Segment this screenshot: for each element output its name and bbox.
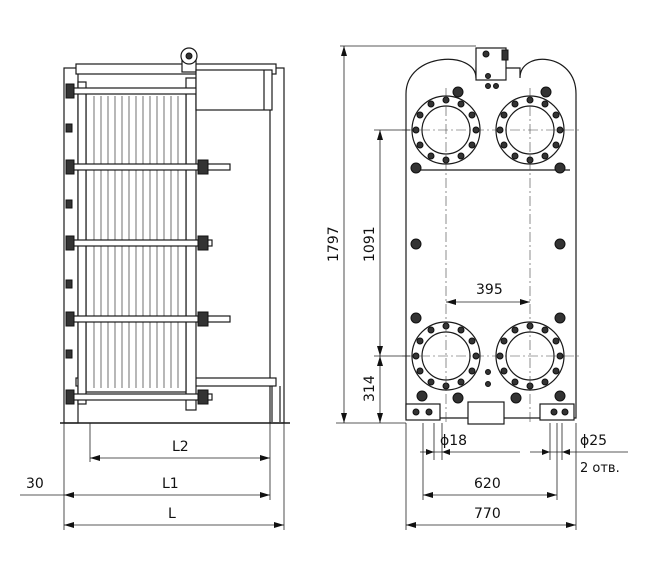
dim-770: 770	[474, 506, 501, 522]
dim-hole-count: 2 отв.	[580, 461, 620, 476]
dim-l: L	[168, 506, 176, 522]
dim-l2: L2	[172, 439, 189, 455]
top-bracket	[475, 47, 507, 81]
front-view	[402, 47, 580, 425]
front-dimensions: 1797 1091 314 395 ϕ18	[326, 45, 628, 530]
dim-395: 395	[476, 282, 503, 298]
left-foot	[405, 403, 441, 421]
dim-620: 620	[474, 476, 501, 492]
side-view	[60, 47, 290, 424]
top-roller	[180, 47, 198, 73]
dim-offset-30: 30	[26, 476, 44, 492]
side-dimensions: L2 L1 30 L	[20, 423, 285, 530]
rear-column	[269, 67, 285, 424]
side-bolts	[410, 86, 566, 404]
dim-hole-25: ϕ25	[580, 433, 607, 449]
top-guide-bar	[75, 63, 277, 75]
dim-l1: L1	[162, 476, 179, 492]
dim-1797: 1797	[326, 226, 342, 262]
dim-1091: 1091	[362, 226, 378, 262]
dim-hole-18: ϕ18	[440, 433, 467, 449]
dim-314: 314	[362, 375, 378, 402]
